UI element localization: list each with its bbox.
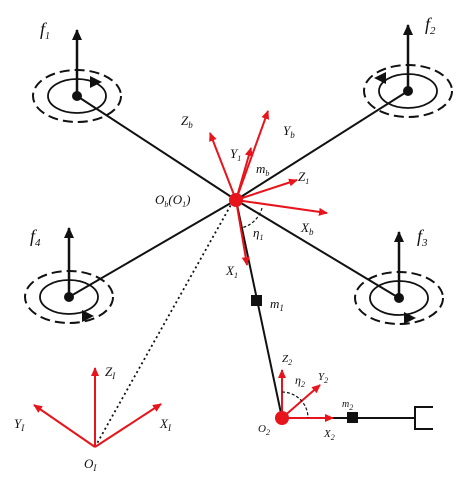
rotor-f1: f1 bbox=[32, 19, 122, 123]
rotor-f3-spin-arrow bbox=[404, 312, 416, 324]
rotor-f2-spin-arrow bbox=[374, 72, 386, 84]
label-X2: X2 bbox=[323, 428, 335, 442]
axis-XI bbox=[94, 403, 162, 448]
label-XI: XI bbox=[159, 416, 172, 433]
axis-X1 bbox=[235, 199, 250, 266]
quadrotor-arms bbox=[68, 90, 409, 299]
label-ZI: ZI bbox=[105, 364, 116, 381]
label-OI: OI bbox=[84, 456, 97, 473]
inertial-frame bbox=[33, 367, 162, 448]
angle-eta1-arc bbox=[240, 207, 263, 229]
label-m1: m1 bbox=[270, 296, 284, 313]
label-Y2: Y2 bbox=[318, 371, 328, 385]
label-Y1: Y1 bbox=[230, 146, 241, 163]
manipulator-link-1 bbox=[235, 199, 283, 419]
arm-f4 bbox=[68, 199, 237, 298]
arm-f2 bbox=[235, 90, 409, 201]
label-Zb: Zb bbox=[181, 113, 193, 130]
origin-O2-dot bbox=[275, 411, 289, 425]
origin-Ob-dot bbox=[229, 193, 243, 207]
label-O2: O2 bbox=[258, 423, 270, 437]
label-Xb: Xb bbox=[300, 220, 314, 237]
position-vector-dotted bbox=[94, 202, 233, 448]
rotor-f1-spin-arrow bbox=[90, 76, 102, 88]
label-eta1: η1 bbox=[253, 225, 263, 242]
label-Z2: Z2 bbox=[282, 353, 292, 367]
axis-Zb bbox=[209, 132, 237, 201]
axis-Y2 bbox=[281, 384, 321, 419]
label-mb: mb bbox=[256, 161, 269, 178]
label-f4: f4 bbox=[30, 226, 41, 249]
rotor-f2: f2 bbox=[363, 14, 453, 118]
angle-eta2-arc bbox=[281, 391, 309, 419]
rotor-f4-spin-arrow bbox=[82, 310, 94, 322]
rotor-f4: f4 bbox=[24, 226, 114, 324]
label-f2: f2 bbox=[425, 14, 436, 37]
axis-Z1 bbox=[235, 178, 298, 201]
label-m2: m2 bbox=[342, 399, 353, 412]
label-YI: YI bbox=[14, 416, 25, 433]
label-Z1: Z1 bbox=[298, 169, 309, 186]
joint2-frame bbox=[275, 369, 334, 425]
arm-f3 bbox=[235, 199, 400, 299]
axis-YI bbox=[33, 404, 96, 448]
mass-m2 bbox=[347, 412, 358, 423]
label-X1: X1 bbox=[225, 263, 238, 280]
label-eta2: η2 bbox=[295, 373, 305, 389]
mass-m1 bbox=[251, 295, 262, 306]
axis-Xb bbox=[235, 199, 328, 216]
label-Ob: Ob(O1) bbox=[155, 192, 190, 209]
label-f1: f1 bbox=[40, 19, 50, 42]
label-f3: f3 bbox=[417, 226, 428, 249]
body-frame bbox=[209, 110, 328, 266]
gripper bbox=[414, 406, 433, 430]
label-Yb: Yb bbox=[283, 123, 295, 140]
arm-f1 bbox=[76, 95, 237, 201]
axis-Y1 bbox=[235, 147, 253, 201]
rotor-f3: f3 bbox=[354, 226, 444, 325]
